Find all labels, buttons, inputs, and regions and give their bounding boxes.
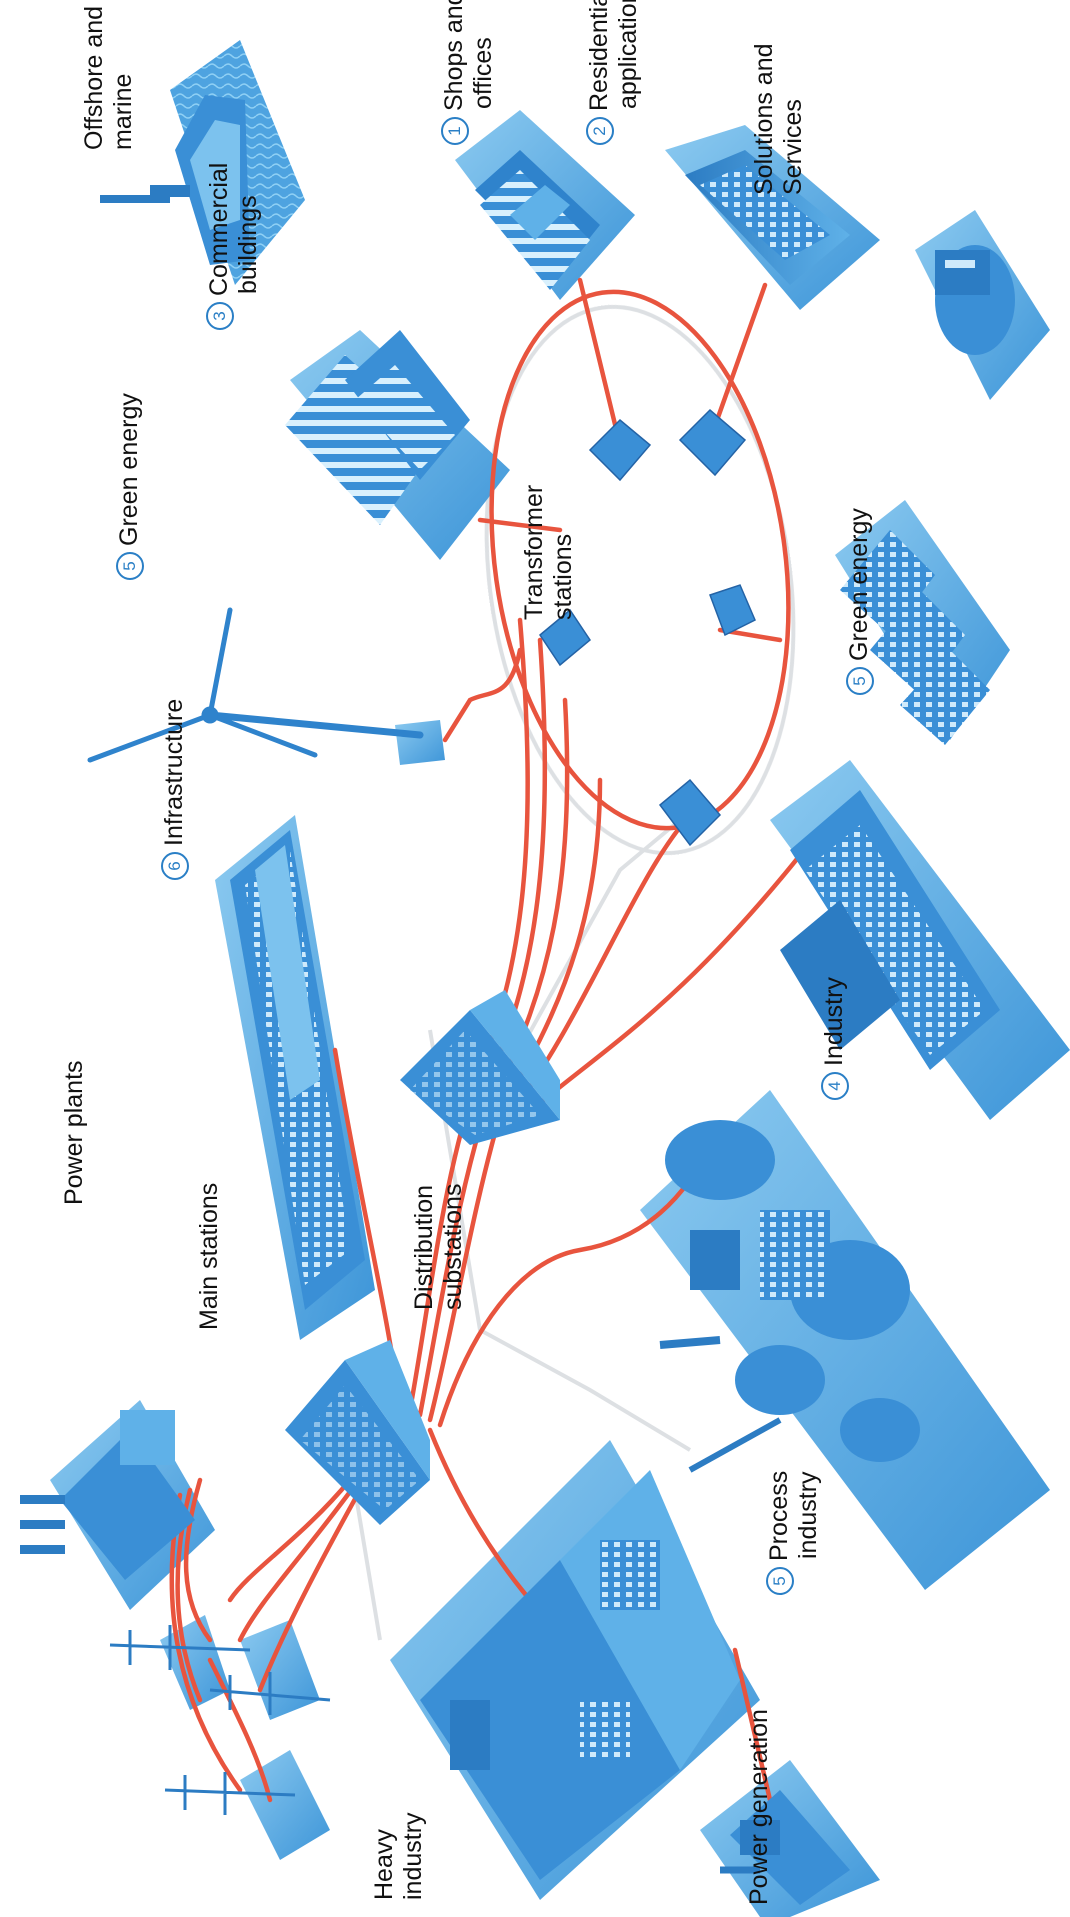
- power-generation-unit: [720, 1790, 850, 1905]
- label-main-stations: Main stations: [195, 1182, 223, 1330]
- commercial-buildings: [285, 330, 470, 525]
- label-green-energy-solar: 5Green energy: [845, 508, 874, 695]
- pylon-tile-3: [240, 1750, 330, 1860]
- number-badge: 5: [766, 1567, 794, 1595]
- number-badge: 5: [116, 552, 144, 580]
- label-heavy-industry: Heavy industry: [370, 1812, 427, 1900]
- transformer-boxes: [539, 408, 756, 847]
- main-station: [285, 1340, 430, 1525]
- label-process-industry: 5Process industry: [765, 1471, 823, 1595]
- process-industry-plant: [659, 1120, 920, 1473]
- process-tile: [640, 1090, 1050, 1590]
- number-badge: 5: [846, 667, 874, 695]
- number-badge: 2: [586, 117, 614, 145]
- solar-panels: [840, 530, 990, 745]
- label-infrastructure: 6Infrastructure: [160, 699, 189, 880]
- label-green-energy-wind: 5Green energy: [115, 393, 144, 580]
- label-distribution: Distribution substations: [410, 1183, 467, 1310]
- infrastructure-station: [230, 830, 365, 1310]
- wind-turbine: [87, 607, 424, 763]
- industry-building: [780, 790, 1000, 1070]
- label-shops: 1Shops and offices: [440, 0, 498, 145]
- number-badge: 3: [206, 302, 234, 330]
- pylon-tile-1: [240, 1620, 320, 1720]
- number-badge: 4: [821, 1072, 849, 1100]
- label-residential: 2Residential applications: [585, 0, 643, 145]
- label-offshore: Offshore and marine: [80, 5, 137, 150]
- label-transformer: Transformer stations: [520, 484, 577, 620]
- label-commercial: 3Commercial buildings: [205, 163, 263, 330]
- heavy-industry-plant: [420, 1470, 740, 1880]
- offshore-ship: [100, 95, 250, 265]
- label-industry: 4Industry: [820, 977, 849, 1100]
- solutions-machine: [935, 245, 1015, 355]
- label-solutions: Solutions and Services: [750, 43, 807, 195]
- residential-building: [685, 150, 850, 285]
- distribution-substation: [400, 990, 560, 1145]
- pylons: [109, 1625, 331, 1815]
- power-plant: [20, 1410, 195, 1580]
- label-power-plants: Power plants: [60, 1060, 88, 1205]
- number-badge: 6: [161, 852, 189, 880]
- label-power-generation: Power generation: [745, 1709, 773, 1905]
- shops-building: [475, 150, 600, 290]
- wind-tile: [395, 720, 445, 765]
- number-badge: 1: [441, 117, 469, 145]
